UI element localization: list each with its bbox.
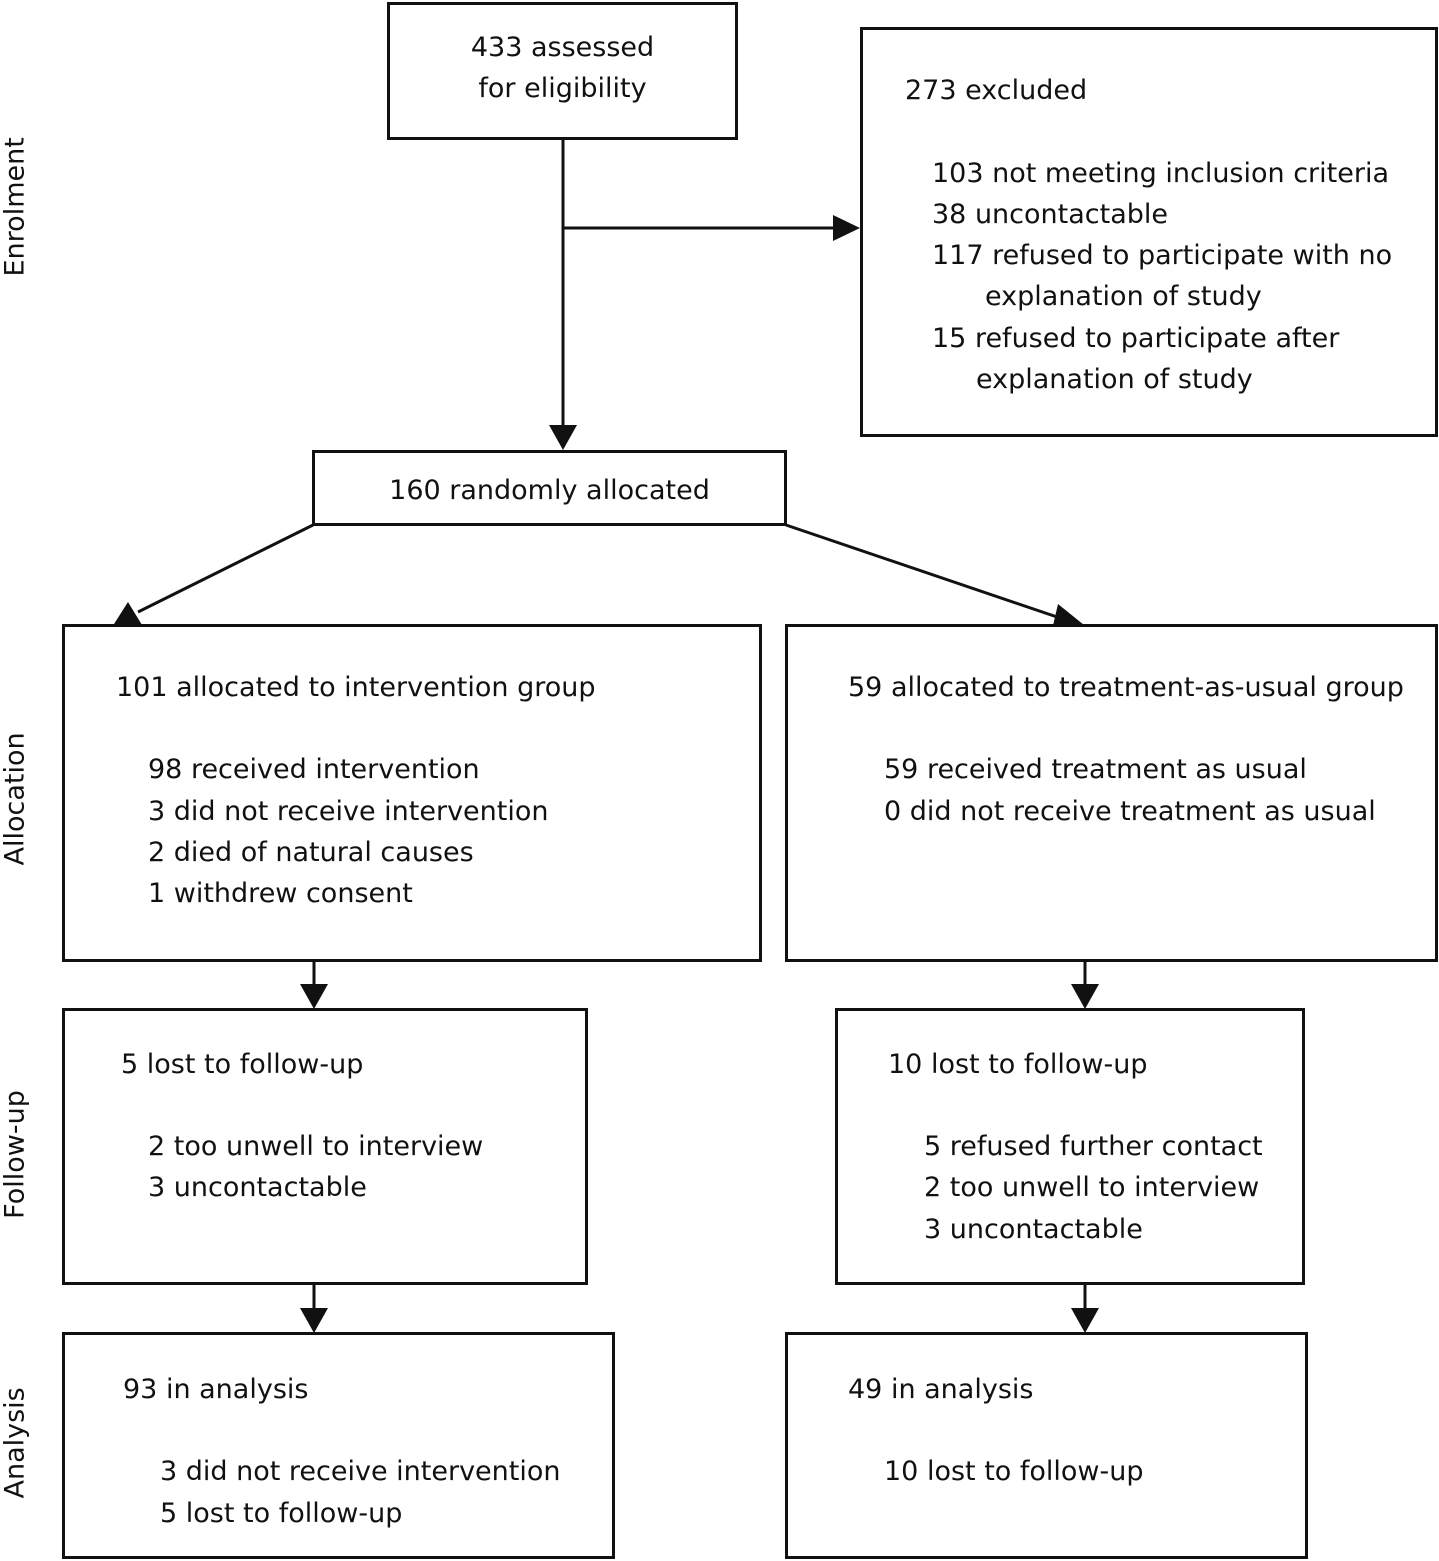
excluded-item: 103 not meeting inclusion criteria — [932, 158, 1390, 189]
assessed-box — [387, 2, 738, 140]
analysis-left-title: 93 in analysis — [123, 1374, 309, 1405]
intervention-item: 2 died of natural causes — [148, 837, 474, 868]
excluded-box — [860, 27, 1438, 437]
arrowhead-intervention — [114, 602, 142, 625]
arrowhead-down-randomised — [549, 425, 577, 450]
intervention-item: 3 did not receive intervention — [148, 796, 549, 827]
stage-label-analysis: Analysis — [0, 1387, 31, 1499]
excluded-item: 15 refused to participate after — [932, 323, 1340, 354]
stage-label-enrolment: Enrolment — [0, 137, 31, 277]
analysis-right-box — [785, 1332, 1308, 1559]
tau-title: 59 allocated to treatment-as-usual group — [848, 672, 1404, 703]
intervention-item: 98 received intervention — [148, 754, 480, 785]
followup-left-item: 3 uncontactable — [148, 1172, 367, 1203]
intervention-item: 1 withdrew consent — [148, 878, 413, 909]
followup-right-title: 10 lost to follow-up — [888, 1049, 1148, 1080]
arrowhead-right-excluded — [833, 215, 860, 241]
analysis-left-box — [62, 1332, 615, 1559]
followup-right-item: 3 uncontactable — [924, 1214, 1143, 1245]
followup-left-title: 5 lost to follow-up — [121, 1049, 364, 1080]
arrowhead-tau — [1052, 604, 1084, 630]
arrowhead-down-followup-right — [1071, 984, 1099, 1009]
intervention-title: 101 allocated to intervention group — [116, 672, 596, 703]
excluded-item: 117 refused to participate with no — [932, 240, 1393, 271]
excluded-item: explanation of study — [976, 364, 1253, 395]
analysis-right-title: 49 in analysis — [848, 1374, 1034, 1405]
excluded-item: explanation of study — [985, 281, 1262, 312]
followup-right-item: 5 refused further contact — [924, 1131, 1263, 1162]
followup-left-box — [62, 1008, 588, 1285]
assessed-line-2: for eligibility — [478, 73, 647, 104]
followup-right-item: 2 too unwell to interview — [924, 1172, 1260, 1203]
randomised-title: 160 randomly allocated — [389, 475, 710, 506]
connector-randomised-to-tau — [785, 523, 1061, 620]
arrowhead-down-followup-left — [300, 984, 328, 1009]
stage-label-followup: Follow-up — [0, 1090, 31, 1219]
arrowhead-down-analysis-right — [1071, 1308, 1099, 1333]
stage-label-allocation: Allocation — [0, 732, 31, 866]
tau-item: 59 received treatment as usual — [884, 754, 1307, 785]
followup-left-item: 2 too unwell to interview — [148, 1131, 484, 1162]
connector-randomised-to-intervention — [137, 523, 314, 614]
arrowhead-down-analysis-left — [300, 1308, 328, 1333]
assessed-line-1: 433 assessed — [470, 32, 655, 63]
tau-item: 0 did not receive treatment as usual — [884, 796, 1376, 827]
tau-box — [785, 624, 1438, 962]
randomised-box — [312, 450, 787, 526]
followup-right-box — [835, 1008, 1305, 1285]
excluded-title: 273 excluded — [905, 75, 1088, 106]
analysis-left-item: 5 lost to follow-up — [160, 1498, 403, 1529]
analysis-left-item: 3 did not receive intervention — [160, 1456, 561, 1487]
analysis-right-item: 10 lost to follow-up — [884, 1456, 1144, 1487]
excluded-item: 38 uncontactable — [932, 199, 1168, 230]
intervention-box — [62, 624, 762, 962]
